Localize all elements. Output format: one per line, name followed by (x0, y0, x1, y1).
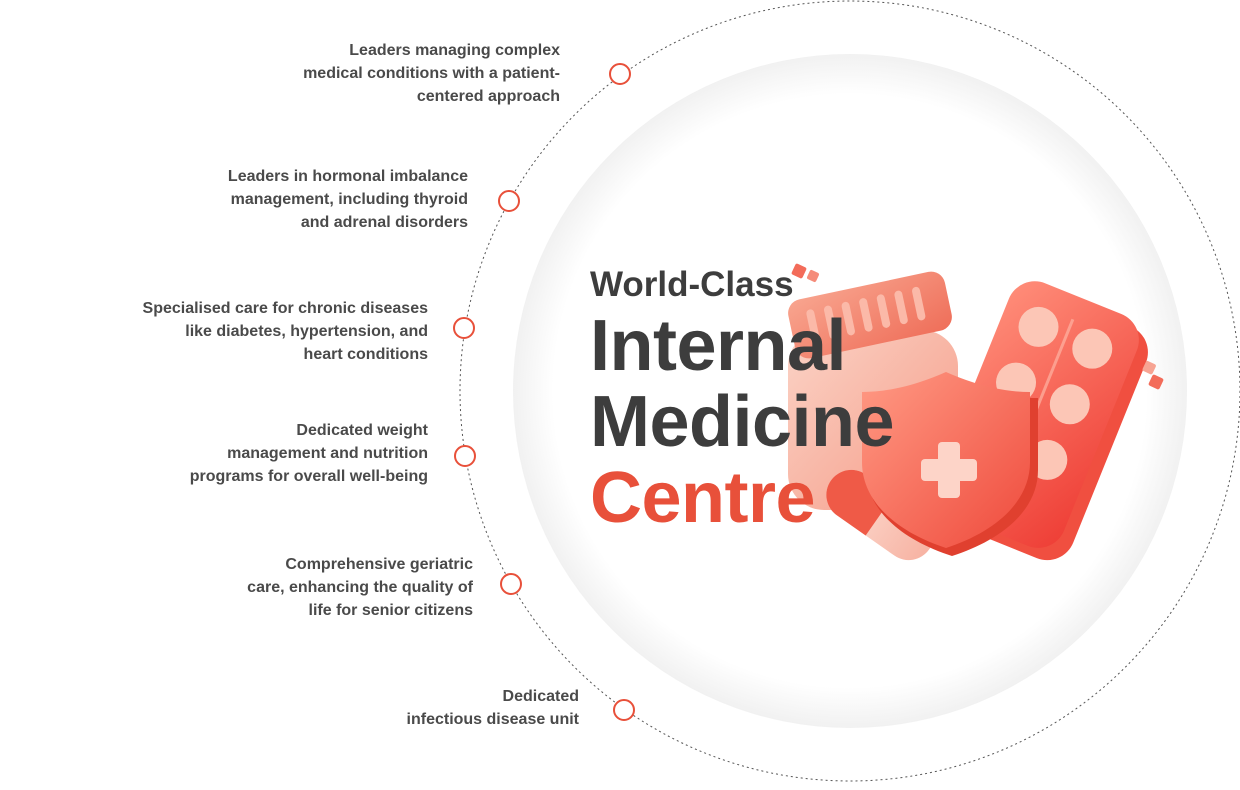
headline-line-2: Internal (590, 306, 847, 386)
timeline-marker (609, 63, 631, 85)
headline-line-1: World-Class (590, 265, 794, 304)
feature-text: Leaders managing complex medical conditi… (303, 42, 560, 105)
headline-line-3: Medicine (590, 382, 895, 462)
feature-text: Specialised care for chronic diseases li… (142, 300, 428, 363)
page-title: World-Class Internal Medicine Centre (590, 262, 895, 538)
medicine-bottle-pills-shield-icon (788, 263, 1164, 561)
timeline-marker (454, 445, 476, 467)
timeline-marker (613, 699, 635, 721)
timeline-marker (453, 317, 475, 339)
feature-text: Dedicated weight management and nutritio… (189, 422, 428, 485)
timeline-marker (498, 190, 520, 212)
feature-text: Comprehensive geriatric care, enhancing … (247, 556, 473, 619)
headline-line-4: Centre (590, 458, 816, 538)
feature-text: Leaders in hormonal imbalance management… (227, 168, 468, 231)
timeline-marker (500, 573, 522, 595)
feature-text: Dedicated infectious disease unit (406, 688, 579, 728)
